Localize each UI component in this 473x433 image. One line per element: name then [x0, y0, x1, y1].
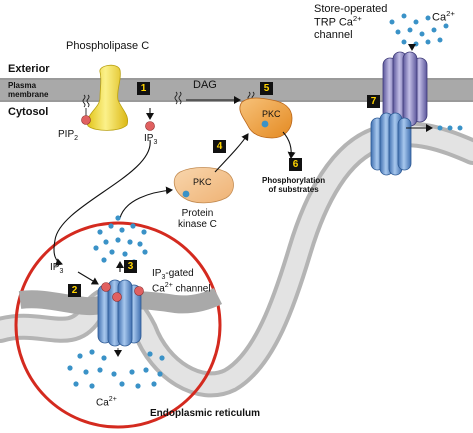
ca-exterior — [389, 13, 449, 47]
phospholipase-c-label: Phospholipase C — [66, 40, 150, 52]
pkc-active — [239, 97, 293, 139]
step-badge-2: 2 — [68, 284, 81, 297]
ca-exterior-label: Ca2+ — [432, 9, 455, 24]
pip2-label: PIP2 — [58, 129, 79, 142]
plasma-membrane-label: Plasma membrane — [8, 81, 49, 99]
pkc-inactive-label: PKC — [193, 177, 212, 187]
store-channel-er — [370, 112, 412, 176]
step-badge-1: 1 — [137, 82, 150, 95]
dag-label: DAG — [193, 79, 217, 91]
phospholipase-c-enzyme — [86, 64, 129, 131]
ca-to-pkc-arrow — [119, 186, 173, 219]
step-badge-7: 7 — [367, 95, 380, 108]
ca-er-lumen — [67, 349, 165, 389]
pkc-translocation-arrow — [214, 133, 249, 173]
ip3-zoom-label: IP3 — [50, 262, 64, 275]
step-badge-5: 5 — [260, 82, 273, 95]
ip3-label: IP3 — [144, 133, 158, 146]
protein-kinase-c-label: Protein kinase C — [178, 208, 217, 230]
ip3-molecule — [145, 121, 155, 131]
ca-er-label: Ca2+ — [96, 396, 117, 409]
cytosol-label: Cytosol — [8, 106, 49, 118]
phosphorylation-arrow — [282, 131, 296, 159]
ip3-gated-channel-label: IP3-gated Ca2+ channel — [152, 268, 211, 295]
step-badge-3: 3 — [124, 260, 137, 273]
er-zoom-circle — [14, 221, 222, 429]
phosphorylation-label: Phosphorylation of substrates — [262, 176, 326, 194]
pip2-headgroup — [81, 115, 91, 125]
step-badge-4: 4 — [213, 140, 226, 153]
trp-channel-label: Store-operated TRP Ca2+ channel — [314, 3, 388, 41]
ip3-diffusion-arrow — [53, 139, 151, 266]
trp-channel — [382, 51, 428, 127]
pip2-lipid — [82, 94, 90, 116]
step-badge-6: 6 — [289, 158, 302, 171]
endoplasmic-reticulum-label: Endoplasmic reticulum — [150, 408, 261, 419]
exterior-label: Exterior — [8, 63, 50, 75]
pkc-active-label: PKC — [262, 109, 281, 119]
